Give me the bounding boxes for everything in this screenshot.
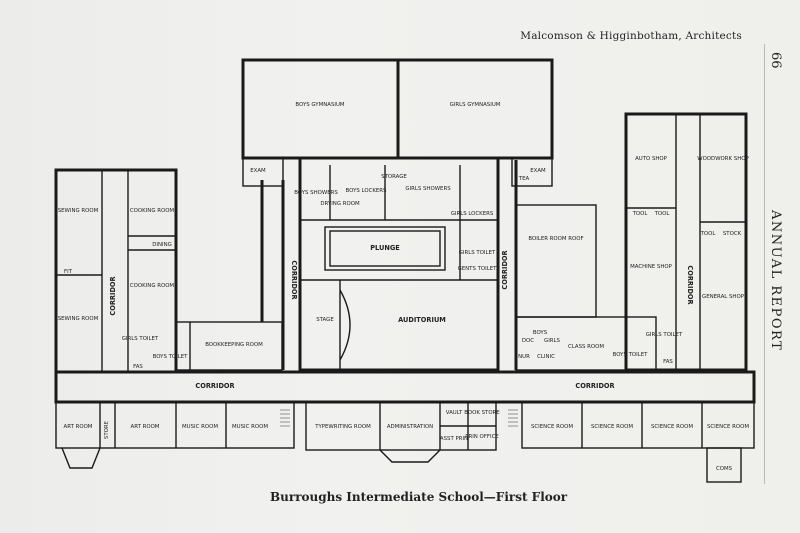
room-girls-toilet-mid: GIRLS TOILET xyxy=(459,250,496,256)
room-girls-showers: GIRLS SHOWERS xyxy=(405,186,451,192)
room-science-1: SCIENCE ROOM xyxy=(531,424,573,430)
page-number: 66 xyxy=(768,52,783,69)
room-asst-prin: ASST PRIN xyxy=(440,436,468,442)
room-boys-clo: BOYS xyxy=(533,330,548,336)
gymnasium-block xyxy=(241,58,554,187)
room-fas-left: FAS xyxy=(133,364,143,370)
room-gents-toilet: GENTS TOILET xyxy=(458,266,498,272)
room-nur: NUR xyxy=(518,354,530,360)
front-rooms xyxy=(54,370,756,483)
room-cooking-2: COOKING ROOM xyxy=(130,283,175,289)
room-administration: ADMINISTRATION xyxy=(387,424,433,430)
room-exam-left: EXAM xyxy=(250,168,266,174)
margin-rule xyxy=(764,44,765,484)
room-sewing-1: SEWING ROOM xyxy=(58,208,99,214)
room-fas-right: FAS xyxy=(663,359,673,365)
room-tool-2: TOOL xyxy=(654,211,670,217)
room-girls-clo: GIRLS xyxy=(544,338,561,344)
room-store-1: STORE xyxy=(104,420,110,439)
room-boiler-room-roof: BOILER ROOM ROOF xyxy=(528,236,583,242)
room-tea: TEA xyxy=(518,176,530,182)
corridor-main-left: CORRIDOR xyxy=(195,382,234,390)
room-storage: STORAGE xyxy=(381,174,407,180)
room-cooking-1: COOKING ROOM xyxy=(130,208,175,214)
room-stage: STAGE xyxy=(316,317,334,323)
room-science-3: SCIENCE ROOM xyxy=(651,424,693,430)
room-clinic: CLINIC xyxy=(537,354,555,360)
corridor-left-wing: CORRIDOR xyxy=(109,276,117,315)
room-boys-lockers: BOYS LOCKERS xyxy=(346,188,387,194)
room-girls-lockers: GIRLS LOCKERS xyxy=(451,211,494,217)
room-girls-gymnasium: GIRLS GYMNASIUM xyxy=(450,102,501,108)
room-tool-3: TOOL xyxy=(700,231,716,237)
corridor-right-wing: CORRIDOR xyxy=(686,265,694,304)
room-girls-toilet-left: GIRLS TOILET xyxy=(122,336,159,342)
room-boys-gymnasium: BOYS GYMNASIUM xyxy=(295,102,345,108)
room-vault: VAULT xyxy=(446,410,463,416)
room-class-room: CLASS ROOM xyxy=(568,344,604,350)
room-drying-room: DRYING ROOM xyxy=(320,201,360,207)
room-auditorium: AUDITORIUM xyxy=(398,316,446,324)
room-coms: COMS xyxy=(716,466,733,472)
room-art-2: ART ROOM xyxy=(131,424,160,430)
room-art-1: ART ROOM xyxy=(64,424,93,430)
room-book-store: BOOK STORE xyxy=(464,410,500,416)
room-music-1: MUSIC ROOM xyxy=(182,424,218,430)
page-header: Malcomson & Higginbotham, Architects xyxy=(520,30,742,42)
room-boys-showers: BOYS SHOWERS xyxy=(294,190,338,196)
room-woodwork-shop: WOODWORK SHOP xyxy=(697,156,749,162)
room-tool-1: TOOL xyxy=(632,211,648,217)
room-prin-office: PRIN OFFICE xyxy=(465,434,499,440)
corridor-mid-left: CORRIDOR xyxy=(290,260,298,299)
room-plunge: PLUNGE xyxy=(370,244,400,252)
figure-caption: Burroughs Intermediate School—First Floo… xyxy=(270,490,568,504)
room-science-2: SCIENCE ROOM xyxy=(591,424,633,430)
room-music-2: MUSIC ROOM xyxy=(232,424,268,430)
room-auto-shop: AUTO SHOP xyxy=(635,156,668,162)
room-bookkeeping: BOOKKEEPING ROOM xyxy=(205,342,263,348)
room-fit: FIT xyxy=(64,269,73,275)
room-sewing-2: SEWING ROOM xyxy=(58,316,99,322)
room-typewriting: TYPEWRITING ROOM xyxy=(314,424,371,430)
room-machine-shop: MACHINE SHOP xyxy=(630,264,673,270)
corridor-mid: CORRIDOR xyxy=(501,250,509,289)
room-girls-toilet-right: GIRLS TOILET xyxy=(646,332,683,338)
room-boys-toilet-right: BOYS TOILET xyxy=(613,352,649,358)
room-general-shop: GENERAL SHOP xyxy=(702,294,745,300)
room-boys-toilet-left: BOYS TOILET xyxy=(153,354,189,360)
left-wing xyxy=(54,168,285,374)
room-stock: STOCK xyxy=(723,231,742,237)
room-dining: DINING xyxy=(152,242,172,248)
room-exam-right: EXAM xyxy=(530,168,546,174)
room-science-4: SCIENCE ROOM xyxy=(707,424,749,430)
corridor-main-right: CORRIDOR xyxy=(575,382,614,390)
running-title: ANNUAL REPORT xyxy=(768,210,783,352)
right-wing xyxy=(496,112,748,372)
room-doc: DOC xyxy=(522,338,534,344)
